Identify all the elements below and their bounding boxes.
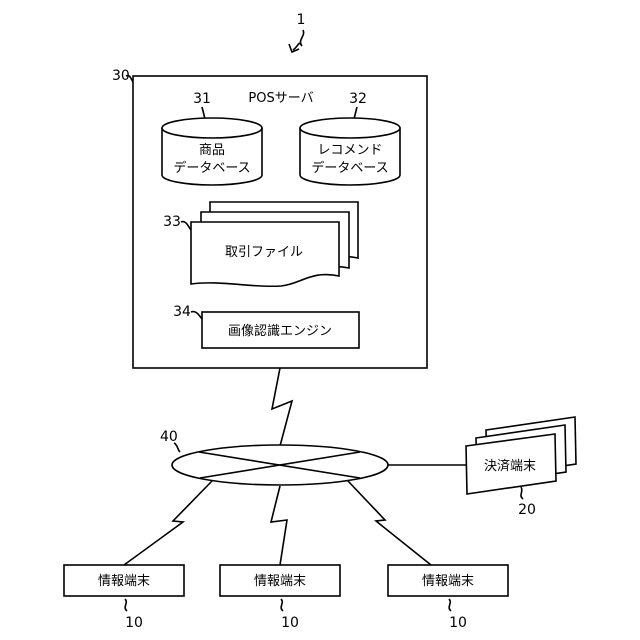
pos-server: 30 POSサーバ 31 商品 データベース 32 レコメンド データベース 3… — [112, 68, 427, 368]
info-terminal-label: 情報端末 — [254, 574, 306, 589]
product-db-cylinder-top — [162, 118, 262, 138]
transaction-file-ref: 33 — [163, 214, 181, 230]
image-engine-ref: 34 — [173, 304, 191, 320]
network-terminal-link-left — [124, 481, 212, 565]
pos-server-title: POSサーバ — [248, 91, 313, 106]
payment-terminal-ref-leader — [521, 487, 523, 499]
info-terminal-ref: 10 — [449, 615, 467, 631]
recommend-db-label-line1: レコメンド — [317, 143, 382, 158]
payment-terminal: 決済端末 20 — [466, 417, 576, 518]
image-engine-label: 画像認識エンジン — [228, 323, 332, 339]
network-terminal-link-center — [271, 486, 287, 565]
info-terminal-label: 情報端末 — [422, 574, 474, 589]
recommend-db-cylinder-top — [300, 118, 400, 138]
product-db-ref: 31 — [193, 91, 211, 107]
network: 40 — [160, 429, 388, 485]
payment-terminal-label: 決済端末 — [484, 458, 536, 474]
network-ref: 40 — [160, 429, 178, 445]
product-db-label-line2: データベース — [173, 160, 250, 176]
info-terminal-label: 情報端末 — [98, 574, 150, 589]
info-terminal-ref: 10 — [281, 615, 299, 631]
network-terminal-link-right — [348, 481, 431, 565]
info-terminal: 情報端末 10 — [64, 565, 184, 631]
figure-ref: 1 — [297, 12, 306, 28]
payment-terminal-ref: 20 — [518, 502, 536, 518]
info-terminal-ref: 10 — [125, 615, 143, 631]
info-terminal-ref-leader — [449, 599, 451, 611]
info-terminal: 情報端末 10 — [388, 565, 508, 631]
recommend-db-label-line2: データベース — [311, 160, 388, 176]
info-terminal-ref-leader — [125, 599, 127, 611]
recommend-db-ref: 32 — [349, 91, 367, 107]
transaction-file-label: 取引ファイル — [225, 245, 303, 260]
product-db-label-line1: 商品 — [199, 143, 225, 158]
info-terminal-ref-leader — [281, 599, 283, 611]
server-network-link — [272, 368, 292, 446]
figure-ref-arrow — [293, 30, 304, 50]
info-terminal: 情報端末 10 — [220, 565, 340, 631]
